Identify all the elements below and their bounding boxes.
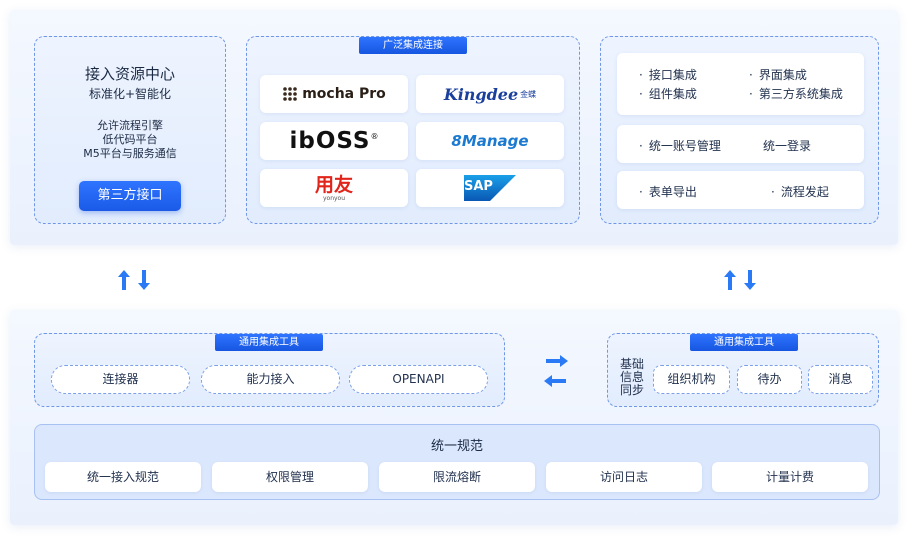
organization-pill[interactable]: 组织机构 bbox=[653, 365, 730, 394]
up-down-arrows-icon bbox=[118, 270, 150, 290]
spec-access-log: 访问日志 bbox=[546, 462, 702, 492]
feature-2: 低代码平台 bbox=[102, 133, 158, 146]
yonyou-logo-en: yonyou bbox=[322, 194, 346, 202]
mocha-pro-icon bbox=[283, 87, 298, 101]
tools-right-badge: 通用集成工具 bbox=[690, 334, 798, 351]
sap-logo-icon bbox=[464, 175, 516, 201]
spec-access-standard: 统一接入规范 bbox=[45, 462, 201, 492]
iboss-logo-text: ibOSS bbox=[289, 128, 371, 154]
logo-8manage: 8Manage bbox=[416, 122, 564, 160]
unified-spec-title: 统一规范 bbox=[430, 439, 483, 454]
integration-tools-left: 通用集成工具 连接器 能力接入 OPENAPI bbox=[34, 333, 505, 407]
logo-kingdee: Kingdee 金蝶 bbox=[416, 75, 564, 113]
right-left-arrows-icon bbox=[544, 355, 568, 387]
todo-pill[interactable]: 待办 bbox=[737, 365, 802, 394]
resource-center-title: 接入资源中心 bbox=[84, 65, 175, 83]
logo-yonyou: 用友 yonyou bbox=[260, 169, 408, 207]
account-card: ·统一账号管理 统一登录 bbox=[617, 125, 864, 163]
label-line-3: 同步 bbox=[620, 383, 645, 397]
integration-badge: 广泛集成连接 bbox=[359, 37, 467, 54]
kingdee-logo-text: Kingdee bbox=[443, 84, 519, 104]
logo-iboss: ibOSS ® bbox=[260, 122, 408, 160]
form-process-card: ·表单导出 ·流程发起 bbox=[617, 171, 864, 209]
mocha-pro-logo-text: mocha Pro bbox=[302, 86, 386, 102]
resource-center-subtitle: 标准化+智能化 bbox=[88, 87, 172, 101]
iboss-logo-mark: ® bbox=[370, 131, 379, 141]
form-export-item: ·表单导出 bbox=[639, 185, 697, 199]
label-line-2: 信息 bbox=[620, 370, 645, 384]
spec-metering-billing: 计量计费 bbox=[712, 462, 868, 492]
component-integration-item: ·组件集成 bbox=[639, 87, 697, 101]
connector-pill[interactable]: 连接器 bbox=[51, 365, 190, 394]
integration-tools-right: 通用集成工具 基础 信息 同步 组织机构 待办 消息 bbox=[607, 333, 879, 407]
logo-sap: SAP bbox=[416, 169, 564, 207]
unified-account-item: ·统一账号管理 bbox=[639, 139, 721, 153]
basic-info-sync-label: 基础 信息 同步 bbox=[620, 358, 644, 397]
logo-mocha-pro: mocha Pro bbox=[260, 75, 408, 113]
capability-access-pill[interactable]: 能力接入 bbox=[201, 365, 340, 394]
third-party-interface-button[interactable]: 第三方接口 bbox=[79, 181, 181, 211]
kingdee-logo-cn: 金蝶 bbox=[520, 89, 537, 99]
sap-logo-text: SAP bbox=[464, 179, 493, 194]
integration-types-card: ·接口集成 ·界面集成 ·组件集成 ·第三方系统集成 bbox=[617, 53, 864, 115]
ui-integration-item: ·界面集成 bbox=[749, 68, 807, 82]
unified-spec-box: 统一规范 统一接入规范 权限管理 限流熔断 访问日志 计量计费 bbox=[34, 424, 880, 500]
spec-permission-management: 权限管理 bbox=[212, 462, 368, 492]
single-sign-on-item: 统一登录 bbox=[763, 139, 812, 153]
tools-left-badge: 通用集成工具 bbox=[215, 334, 323, 351]
openapi-pill[interactable]: OPENAPI bbox=[349, 365, 488, 394]
feature-1: 允许流程引擎 bbox=[97, 119, 163, 132]
label-line-1: 基础 bbox=[620, 357, 645, 371]
yonyou-logo-cn: 用友 bbox=[314, 173, 353, 196]
message-pill[interactable]: 消息 bbox=[808, 365, 873, 394]
integration-box: 广泛集成连接 mocha Pro Kingdee 金蝶 ibOSS ® 8Man… bbox=[246, 36, 580, 224]
8manage-logo-text: 8Manage bbox=[451, 132, 529, 150]
up-down-arrows-icon bbox=[724, 270, 756, 290]
capabilities-box: ·接口集成 ·界面集成 ·组件集成 ·第三方系统集成 ·统一账号管理 统一登录 … bbox=[600, 36, 879, 224]
feature-3: M5平台与服务通信 bbox=[83, 147, 177, 160]
process-start-item: ·流程发起 bbox=[771, 185, 829, 199]
third-party-system-integration-item: ·第三方系统集成 bbox=[749, 87, 843, 101]
interface-integration-item: ·接口集成 bbox=[639, 68, 697, 82]
spec-rate-limit-circuit-breaker: 限流熔断 bbox=[379, 462, 535, 492]
resource-center-box: 接入资源中心 标准化+智能化 允许流程引擎 低代码平台 M5平台与服务通信 第三… bbox=[34, 36, 226, 224]
